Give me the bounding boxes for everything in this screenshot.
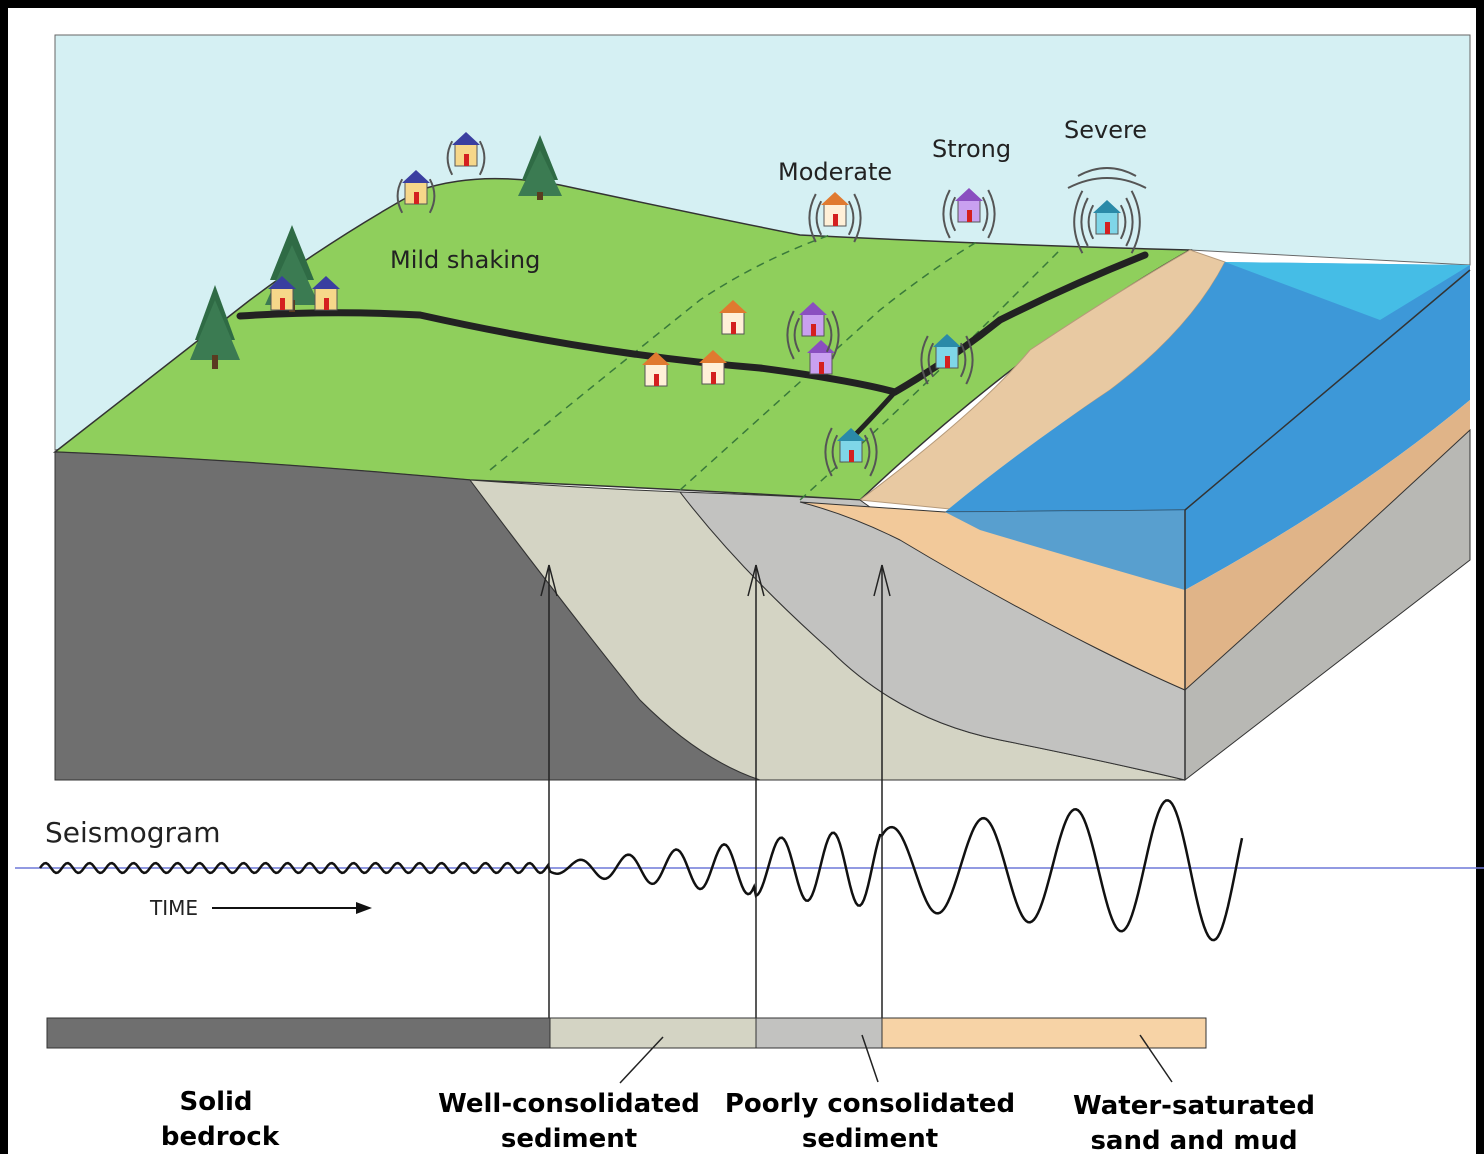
legend-bedrock-line1: Solid [179, 1087, 252, 1117]
house-icon [837, 428, 865, 463]
shake-arc [920, 335, 929, 385]
shake-arc [808, 193, 817, 243]
side-sand [1185, 400, 1470, 690]
shake-arc [824, 427, 833, 477]
house-icon [452, 132, 480, 167]
house-icon [268, 276, 296, 311]
time-label: TIME [149, 896, 198, 920]
seismogram-wave [38, 799, 1244, 942]
legend-bedrock-line2: bedrock [161, 1122, 280, 1152]
shake-arc [478, 140, 486, 176]
shaking-arcs [396, 140, 1147, 477]
boundary-arrows [540, 564, 891, 1020]
arrowhead-well [540, 564, 558, 597]
shake-arc [793, 317, 801, 353]
house-icon [1093, 200, 1121, 235]
legend-bar-bedrock [46, 1017, 551, 1049]
tree-icon [518, 135, 562, 200]
water-front [945, 510, 1185, 590]
shake-arc [396, 178, 404, 214]
shake-arc [981, 196, 989, 232]
shake-arc [1087, 204, 1095, 240]
house-icon [799, 302, 827, 337]
house-icon [699, 350, 727, 385]
shake-arc [853, 193, 862, 243]
side-sediment [1184, 428, 1471, 782]
legend-well-line2: sediment [501, 1124, 637, 1154]
arrowhead-poorly [747, 564, 765, 597]
arrowhead-sand [873, 564, 891, 597]
shake-arc [815, 200, 823, 236]
shake-arc [1073, 190, 1084, 254]
label-mild-shaking: Mild shaking [390, 246, 540, 274]
legend-labels: Solid bedrock Well-consolidated sediment… [161, 1087, 1315, 1154]
label-strong: Strong [932, 135, 1011, 163]
boundary-line-2 [679, 239, 981, 491]
legend-bar-sand [881, 1017, 1207, 1049]
shake-arc [428, 178, 436, 214]
water-highlight [1225, 262, 1470, 320]
legend-poorly-line2: sediment [802, 1124, 938, 1154]
shake-arc [869, 427, 878, 477]
road [236, 251, 1149, 396]
shake-arc [1067, 167, 1147, 189]
houses [268, 132, 1121, 463]
legend-bar-well [549, 1017, 757, 1049]
water-surface [945, 262, 1470, 512]
seismogram-title: Seismogram [45, 816, 221, 849]
legend-sand-line2: sand and mud [1090, 1126, 1297, 1154]
shake-arc [863, 434, 871, 470]
shake-arc [965, 335, 974, 385]
shake-arc [942, 189, 951, 239]
shake-arc [1130, 190, 1141, 254]
shake-arc [786, 310, 795, 360]
house-icon [312, 276, 340, 311]
house-icon [719, 300, 747, 335]
side-water [1185, 270, 1470, 590]
legend-well-line1: Well-consolidated [438, 1089, 700, 1119]
shake-arc [1119, 204, 1127, 240]
shake-arc [831, 434, 839, 470]
house-icon [933, 334, 961, 369]
house-icon [402, 170, 430, 205]
shake-arc [446, 140, 454, 176]
house-icon [955, 188, 983, 223]
house-icon [821, 192, 849, 227]
label-severe: Severe [1064, 116, 1147, 144]
shake-arc [959, 342, 967, 378]
shake-arc [949, 196, 957, 232]
shake-arc [1125, 197, 1134, 247]
legend-sand-line1: Water-saturated [1073, 1091, 1315, 1121]
block-edge-top [1184, 269, 1471, 511]
shake-arc [825, 317, 833, 353]
shake-arc [987, 189, 996, 239]
shake-arc [927, 342, 935, 378]
house-icon [642, 352, 670, 387]
legend-bar-poorly [755, 1017, 883, 1049]
boundary-line-1 [489, 234, 831, 471]
shake-arc [1080, 197, 1089, 247]
time-arrowhead [356, 902, 372, 914]
legend-leaders [619, 1034, 1173, 1084]
tree-icon [190, 285, 240, 369]
shake-arc [831, 310, 840, 360]
legend-poorly-line1: Poorly consolidated [725, 1089, 1015, 1119]
shake-arc [847, 200, 855, 236]
label-moderate: Moderate [778, 158, 892, 186]
